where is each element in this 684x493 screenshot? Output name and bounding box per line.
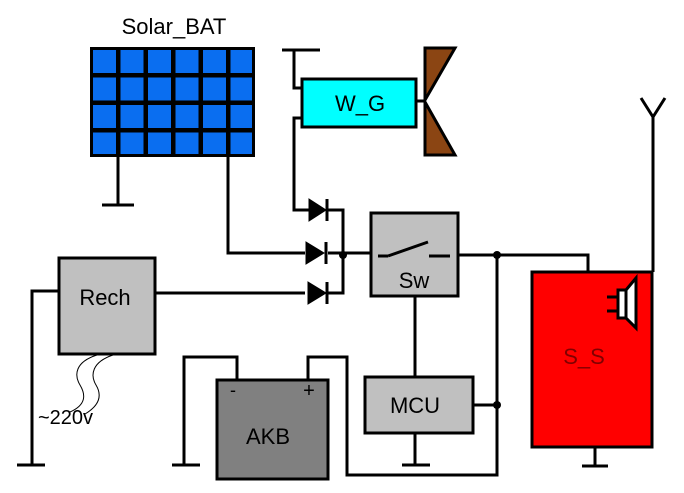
mains-voltage-label: ~220v bbox=[38, 407, 93, 429]
solar-label: Solar_BAT bbox=[122, 14, 227, 39]
rech-ground-wire bbox=[30, 289, 59, 465]
solar-cell bbox=[175, 132, 199, 154]
antenna-icon bbox=[639, 97, 667, 120]
solar-cell bbox=[120, 105, 144, 128]
battery-block bbox=[215, 378, 330, 481]
solar-cell bbox=[203, 105, 226, 128]
wind-blade-top-icon bbox=[423, 46, 458, 106]
solar-cell bbox=[230, 105, 252, 128]
solar-cell bbox=[230, 77, 252, 101]
battery-plus-wire bbox=[306, 255, 499, 477]
recharger-block bbox=[57, 256, 157, 356]
solar-cell bbox=[203, 50, 226, 73]
solar-output-wire bbox=[226, 157, 305, 255]
wind-generator-block bbox=[300, 77, 418, 129]
switch-contact-icon bbox=[378, 240, 450, 258]
solar-cell bbox=[120, 132, 144, 154]
solar-cell bbox=[175, 77, 199, 101]
wind-blade-bottom-icon bbox=[423, 96, 458, 157]
solar-cell bbox=[230, 132, 252, 154]
wg-ground-wire bbox=[292, 50, 302, 90]
solar-cell bbox=[120, 77, 144, 101]
switch-output-wire bbox=[458, 253, 590, 272]
wind-generator-label: W_G bbox=[335, 91, 385, 116]
diodes bbox=[305, 198, 329, 305]
solar-cell bbox=[93, 77, 116, 101]
solar-cell bbox=[175, 105, 199, 128]
battery-minus-wire bbox=[182, 355, 239, 465]
switch-label: Sw bbox=[399, 268, 430, 293]
solar-cell bbox=[148, 77, 171, 101]
diode-icon bbox=[305, 198, 329, 222]
solar-cell bbox=[148, 105, 171, 128]
solar-cell bbox=[148, 50, 171, 73]
solar-panel-frame bbox=[90, 47, 255, 157]
junction-dot bbox=[493, 401, 501, 409]
solar-cell bbox=[93, 132, 116, 154]
solar-cell bbox=[203, 132, 226, 154]
solar-cell bbox=[93, 105, 116, 128]
solar-panel bbox=[90, 47, 255, 157]
solar-cell bbox=[120, 50, 144, 73]
solar-cell bbox=[175, 50, 199, 73]
battery-minus-label: - bbox=[230, 380, 236, 400]
junction-dot bbox=[339, 251, 347, 259]
solar-cell bbox=[93, 50, 116, 73]
mcu-label: MCU bbox=[390, 393, 440, 418]
solar-cell bbox=[203, 77, 226, 101]
sound-signal-label: S_S bbox=[563, 344, 605, 369]
wg-output-wire bbox=[292, 116, 305, 212]
diode-icon bbox=[305, 241, 328, 265]
mains-cable-icon bbox=[69, 354, 114, 415]
speaker-icon bbox=[607, 273, 638, 332]
battery-plus-label: + bbox=[303, 380, 315, 402]
wires bbox=[17, 48, 667, 477]
battery-label: AKB bbox=[246, 424, 290, 449]
recharger-label: Rech bbox=[79, 285, 130, 310]
solar-cell bbox=[230, 50, 252, 73]
solar-cell bbox=[148, 132, 171, 154]
diode-icon bbox=[307, 281, 329, 305]
mcu-block bbox=[363, 375, 475, 435]
junction-dot bbox=[493, 251, 501, 259]
